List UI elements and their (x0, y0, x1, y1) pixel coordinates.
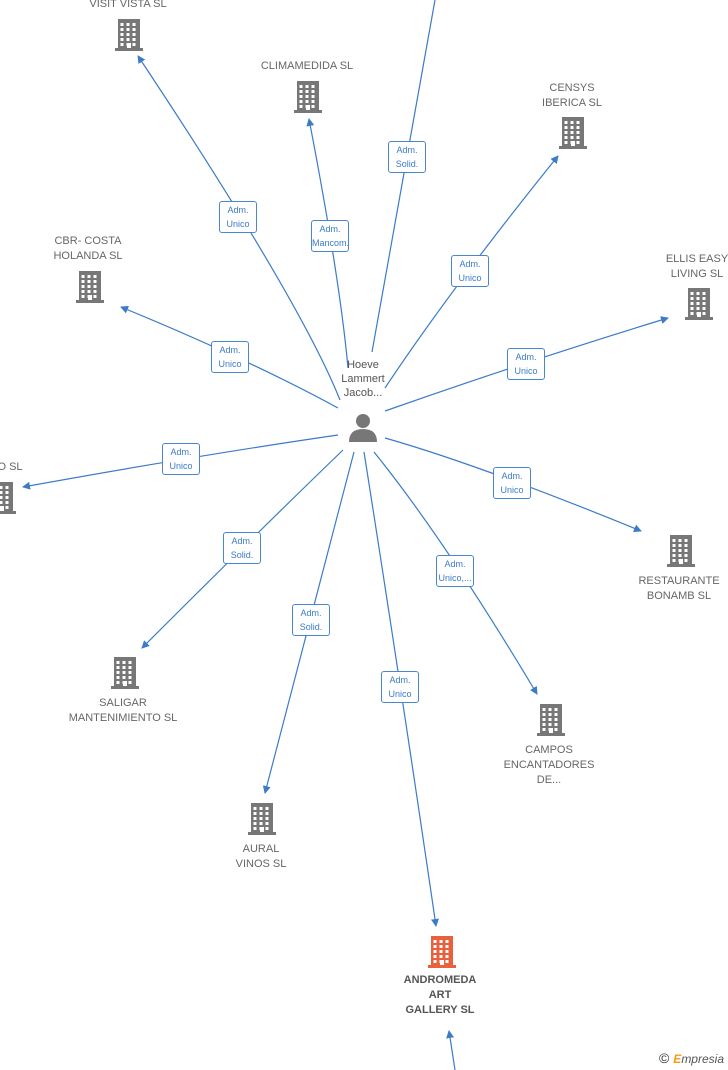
edge-label-cbr[interactable]: Adm. Unico (211, 341, 249, 373)
building-icon[interactable] (111, 657, 139, 689)
edge-label-restaurante[interactable]: Adm. Unico (493, 467, 531, 499)
building-icon[interactable] (559, 117, 587, 149)
company-label-ellis[interactable]: ELLIS EASY LIVING SL (665, 253, 728, 280)
edge-label-saligar[interactable]: Adm. Solid. (223, 532, 261, 564)
building-icon[interactable] (294, 81, 322, 113)
building-icon[interactable] (685, 288, 713, 320)
company-label-o-sl[interactable]: O SL (0, 461, 23, 473)
person-name[interactable]: Hoeve Lammert Jacob... (341, 359, 385, 399)
building-icon[interactable] (76, 271, 104, 303)
edge-bottom-offscreen (446, 1030, 456, 1070)
building-icon[interactable] (537, 704, 565, 736)
edge-label-visit-vista[interactable]: Adm. Unico (219, 201, 257, 233)
edge-visit-vista (137, 55, 341, 401)
company-label-cbr[interactable]: CBR- COSTA HOLANDA SL (53, 235, 123, 262)
building-icon[interactable] (428, 936, 456, 968)
person-icon[interactable] (349, 414, 377, 442)
empresia-watermark: ©Empresia (659, 1050, 724, 1066)
edge-top-offscreen (371, 0, 436, 353)
edge-label-andromeda[interactable]: Adm. Unico (381, 671, 419, 703)
building-icon[interactable] (248, 803, 276, 835)
company-label-campos[interactable]: CAMPOS ENCANTADORES DE... (503, 744, 595, 786)
company-label-restaurante[interactable]: RESTAURANTE BONAMB SL (638, 575, 720, 602)
company-label-saligar[interactable]: SALIGAR MANTENIMIENTO SL (68, 697, 178, 724)
edge-label-climamedida[interactable]: Adm. Mancom. (311, 220, 349, 252)
company-label-andromeda[interactable]: ANDROMEDA ART GALLERY SL (403, 974, 477, 1016)
copyright-symbol: © (658, 1050, 670, 1066)
edge-label-aural[interactable]: Adm. Solid. (292, 604, 330, 636)
edge-climamedida (306, 118, 349, 369)
building-icon[interactable] (0, 482, 16, 514)
edge-label-censys[interactable]: Adm. Unico (451, 255, 489, 287)
edge-label-ellis[interactable]: Adm. Unico (507, 348, 545, 380)
company-label-aural[interactable]: AURAL VINOS SL (235, 843, 287, 870)
company-label-visit-vista[interactable]: VISIT VISTA SL (89, 0, 167, 10)
edge-label-top-offscreen[interactable]: Adm. Solid. (388, 141, 426, 173)
building-icon[interactable] (667, 535, 695, 567)
building-icon[interactable] (115, 19, 143, 51)
edge-aural (262, 451, 355, 794)
edge-label-o-sl[interactable]: Adm. Unico (162, 443, 200, 475)
company-label-censys[interactable]: CENSYS IBERICA SL (542, 82, 602, 109)
edge-label-campos[interactable]: Adm. Unico,... (436, 555, 474, 587)
brand-initial: E (673, 1052, 682, 1066)
brand-name: mpresia (681, 1052, 724, 1066)
company-label-climamedida[interactable]: CLIMAMEDIDA SL (260, 60, 354, 72)
